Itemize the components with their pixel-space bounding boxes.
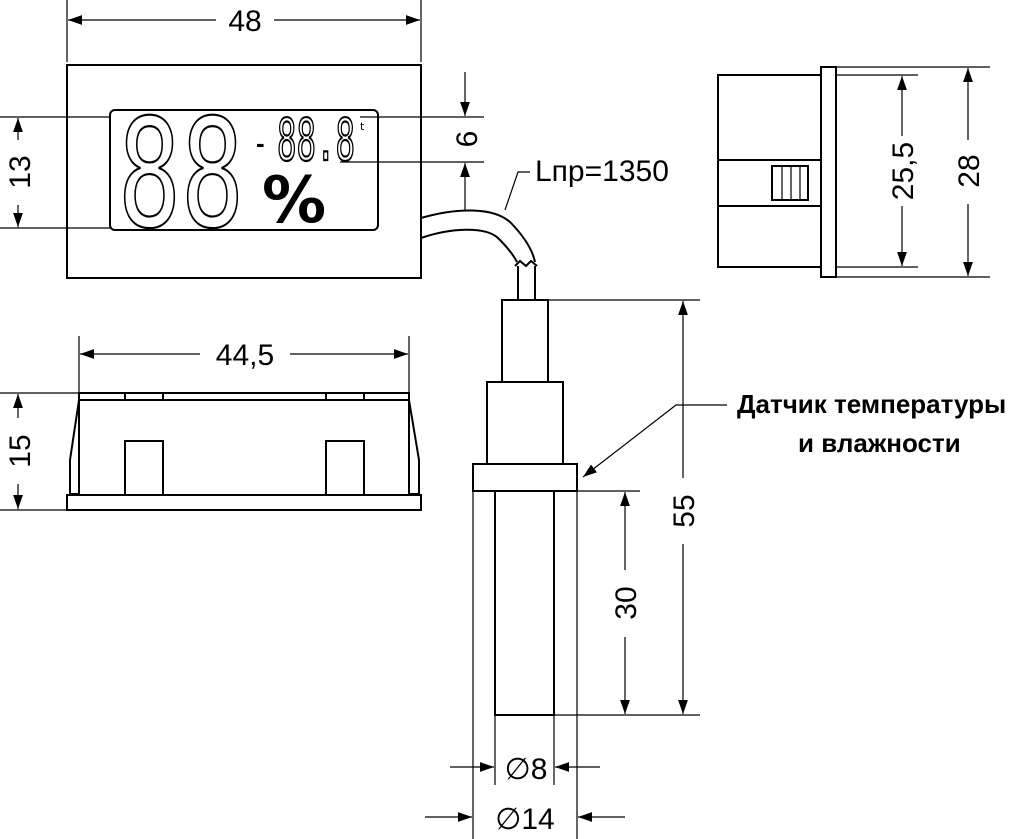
dim-side-width: 44,5	[78, 336, 410, 392]
lcd-window	[109, 109, 379, 231]
side-body	[78, 392, 410, 496]
sensor-label-line2: и влажности	[798, 428, 961, 458]
dim-display-gap-value: 6	[451, 131, 484, 148]
dim-side-height-value: 15	[4, 434, 37, 467]
end-flange	[820, 66, 837, 278]
dim-end-outer-height: 28	[836, 66, 990, 278]
probe-collar	[486, 381, 564, 465]
cable-lower	[420, 228, 518, 263]
dim-probe-inner-diameter-value: ∅8	[505, 753, 548, 786]
dim-side-width-value: 44,5	[216, 339, 274, 372]
dim-probe-total-length-value: 55	[668, 494, 701, 527]
dim-probe-outer-diameter-value: ∅14	[495, 803, 555, 836]
probe-flange	[472, 463, 578, 492]
front-housing	[66, 64, 422, 279]
dim-end-outer-height-value: 28	[953, 154, 986, 187]
dim-side-height: 15	[0, 392, 78, 511]
cable-length-value: Lпр=1350	[535, 155, 669, 188]
cable-break	[514, 259, 538, 268]
front-view: 88 % - 88.8 t	[66, 64, 538, 279]
side-clip-left	[124, 440, 164, 496]
dim-display-gap: 6	[340, 72, 484, 210]
sensor-label-line1: Датчик температуры	[737, 389, 1006, 419]
temp-unit: t	[360, 120, 365, 133]
dim-probe-inner-diameter: ∅8	[450, 715, 600, 786]
probe-sensor-tube	[494, 490, 555, 716]
side-view	[66, 392, 422, 511]
dim-front-height: 13	[0, 116, 110, 229]
dim-front-height-value: 13	[4, 155, 37, 188]
end-view	[717, 66, 837, 278]
dim-probe-total-length: 55	[548, 299, 701, 716]
cable-length-callout: Lпр=1350	[504, 155, 669, 211]
dim-probe-sensor-length: 30	[577, 490, 643, 714]
end-housing	[717, 74, 822, 268]
temp-digits: 88.8	[277, 106, 355, 174]
side-bezel	[66, 494, 422, 511]
end-connector	[771, 165, 809, 201]
dim-front-width-value: 48	[228, 5, 261, 38]
temp-minus: -	[256, 128, 265, 158]
dim-end-inner-height-value: 25,5	[887, 142, 920, 200]
percent-sign: %	[262, 164, 326, 238]
humidity-digits: 88	[118, 88, 244, 262]
side-clip-right	[325, 440, 365, 496]
sensor-label: Датчик температуры и влажности	[582, 389, 1006, 478]
cable-upper	[420, 209, 536, 263]
probe-sleeve	[501, 299, 549, 383]
dim-end-inner-height: 25,5	[836, 74, 920, 268]
dim-probe-sensor-length-value: 30	[610, 586, 643, 619]
probe	[472, 266, 578, 716]
dim-probe-outer-diameter: ∅14	[425, 491, 625, 839]
dim-front-width: 48	[66, 0, 422, 62]
